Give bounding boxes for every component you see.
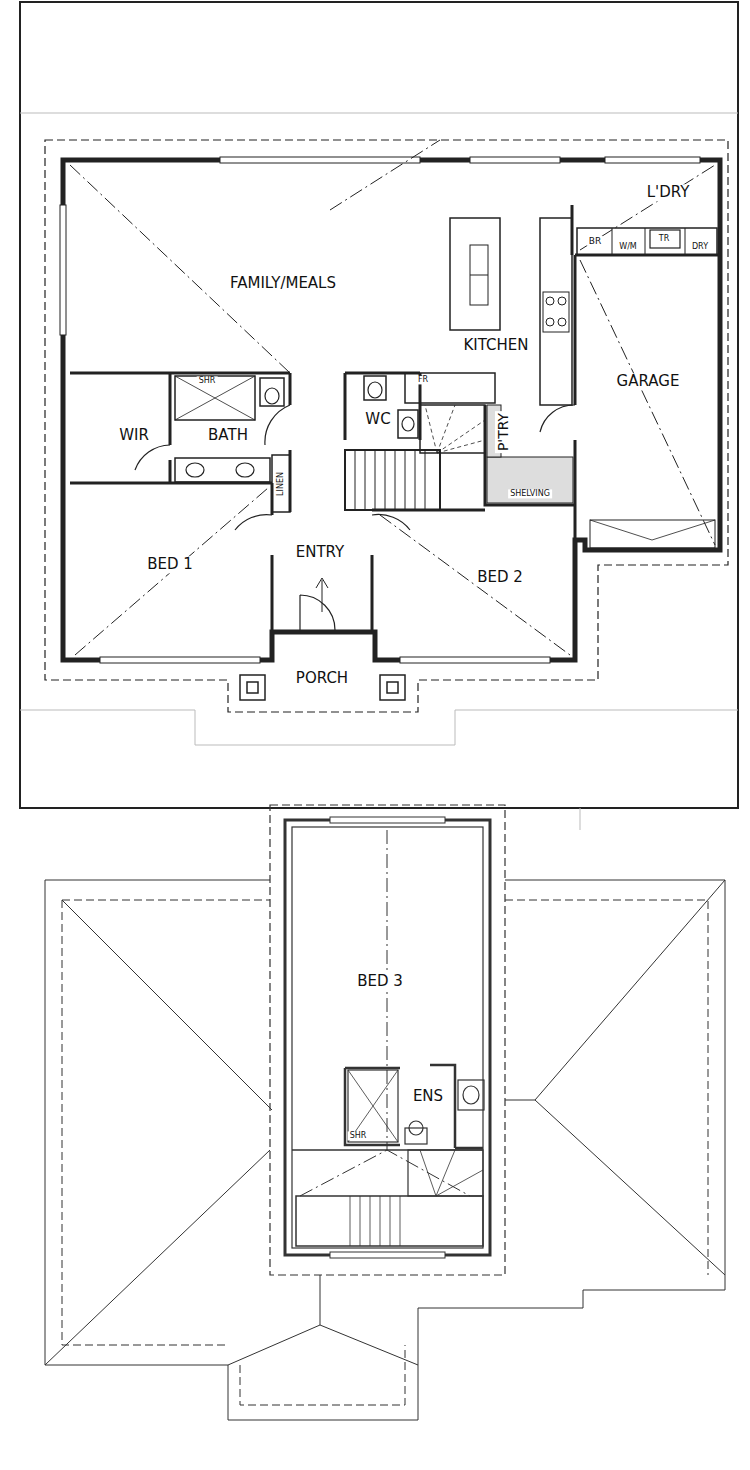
room-label: BED 2 — [475, 569, 525, 586]
room-label: W/M — [617, 242, 639, 251]
upper-floor — [45, 805, 725, 1420]
room-label: SHR — [197, 376, 218, 385]
ground-floor — [20, 2, 738, 830]
room-label: ENTRY — [294, 544, 347, 561]
room-label: FR — [416, 375, 430, 384]
room-label: WIR — [117, 427, 151, 444]
room-label: FAMILY/MEALS — [228, 275, 338, 292]
room-label: TR — [657, 234, 671, 243]
room-label: L'DRY — [645, 184, 692, 201]
room-label: WC — [363, 411, 392, 428]
room-label: ENS — [411, 1088, 445, 1105]
room-label: BED 3 — [355, 973, 405, 990]
room-label: BED 1 — [145, 556, 195, 573]
room-label: PORCH — [294, 670, 350, 687]
room-label: KITCHEN — [462, 337, 531, 354]
room-label: BATH — [206, 427, 250, 444]
room-label: P'TRY — [495, 411, 511, 453]
room-label: SHELVING — [508, 489, 552, 498]
room-label: LINEN — [276, 470, 285, 498]
room-label: GARAGE — [615, 373, 682, 390]
room-label: BR — [587, 236, 603, 246]
room-label: SHR — [348, 1131, 369, 1140]
room-label: DRY — [690, 242, 710, 251]
